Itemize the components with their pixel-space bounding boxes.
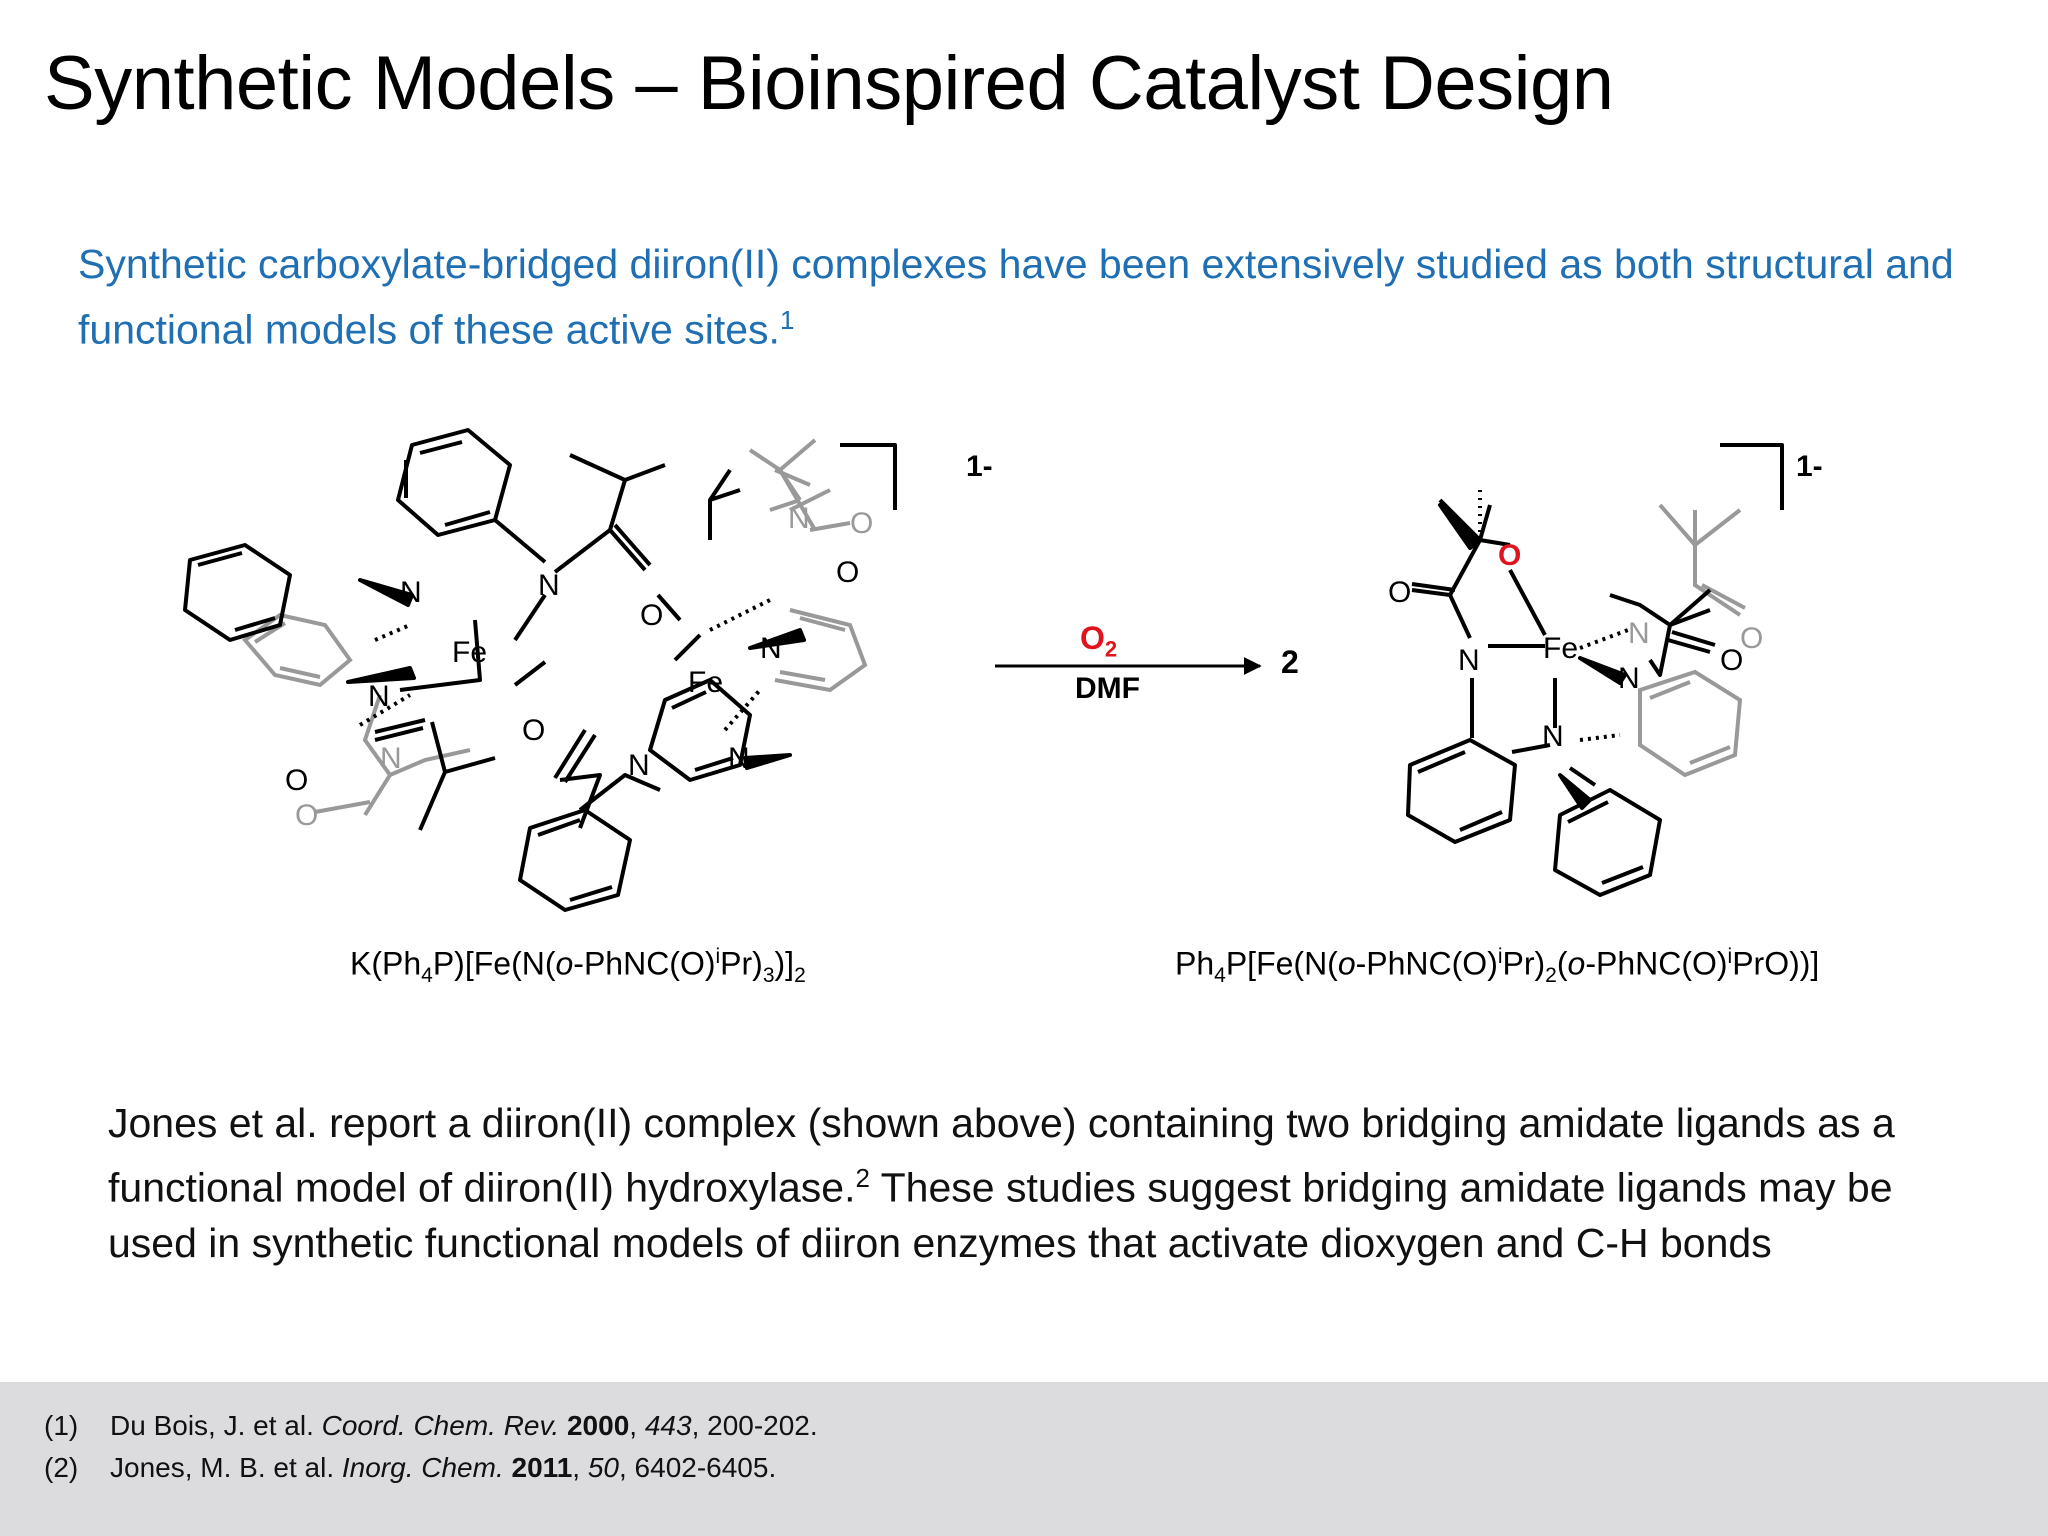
o-atom-f: O [1720, 644, 1743, 677]
intro-sentence: Synthetic carboxylate-bridged diiron(II)… [78, 241, 1954, 353]
gray-o-right: O [850, 507, 873, 540]
fe-atom-3: Fe [1543, 632, 1578, 665]
references-footer: (1)Du Bois, J. et al. Coord. Chem. Rev. … [0, 1382, 2048, 1536]
reaction-scheme: N O N O [150, 380, 1900, 1020]
formula-product: Ph4P[Fe(N(o-PhNC(O)iPr)2(o-PhNC(O)iPrO))… [1175, 945, 1820, 988]
right-main-bonds [1406, 443, 1784, 897]
left-main-atoms: Fe Fe N N N N N N O O O O [285, 556, 859, 797]
gray-n-left: N [380, 742, 402, 775]
reference-1: (1)Du Bois, J. et al. Coord. Chem. Rev. … [44, 1410, 818, 1441]
solvent-label: DMF [1075, 672, 1140, 705]
intro-ref-marker: 1 [779, 305, 795, 335]
n-atom-b: N [368, 680, 390, 713]
right-gray-atoms: N O [1628, 617, 1763, 655]
left-gray-atoms: N O N O [295, 502, 873, 832]
reagent-label: O2 [1080, 620, 1118, 662]
fe-atom-1: Fe [452, 636, 487, 669]
n-atom-g: N [1458, 644, 1480, 677]
charge-left: 1- [966, 450, 993, 483]
n-atom-h: N [1542, 720, 1564, 753]
n-atom-d: N [760, 632, 782, 665]
right-main-atoms: Fe N N N O O O [1388, 539, 1743, 753]
scheme-drawing: N O N O [183, 428, 1784, 912]
n-atom-e: N [628, 749, 650, 782]
slide-title: Synthetic Models – Bioinspired Catalyst … [44, 41, 1614, 126]
gray-n-right-complex: N [1628, 617, 1650, 650]
body-ref-marker: 2 [855, 1163, 870, 1193]
o-atom-e: O [1388, 576, 1411, 609]
o-atom-highlight: O [1498, 539, 1521, 572]
fe-atom-2: Fe [688, 666, 723, 699]
intro-text: Synthetic carboxylate-bridged diiron(II)… [78, 236, 1978, 358]
o-atom-d: O [836, 556, 859, 589]
body-paragraph: Jones et al. report a diiron(II) complex… [108, 1100, 1895, 1266]
o-atom-b: O [522, 714, 545, 747]
n-atom-f: N [728, 742, 750, 775]
left-main-bonds [183, 428, 897, 912]
product-coefficient: 2 [1281, 644, 1299, 680]
o-atom-a: O [640, 599, 663, 632]
gray-o-right-complex: O [1740, 622, 1763, 655]
o-atom-c: O [285, 764, 308, 797]
n-atom-a: N [400, 576, 422, 609]
formula-reactant: K(Ph4P)[Fe(N(o-PhNC(O)iPr)3)]2 [350, 945, 806, 988]
n-atom-i: N [1618, 662, 1640, 695]
right-background-ligands [1638, 503, 1746, 778]
n-atom-c: N [538, 569, 560, 602]
gray-o-left: O [295, 799, 318, 832]
charge-right: 1- [1796, 450, 1823, 483]
reference-2: (2)Jones, M. B. et al. Inorg. Chem. 2011… [44, 1452, 777, 1483]
